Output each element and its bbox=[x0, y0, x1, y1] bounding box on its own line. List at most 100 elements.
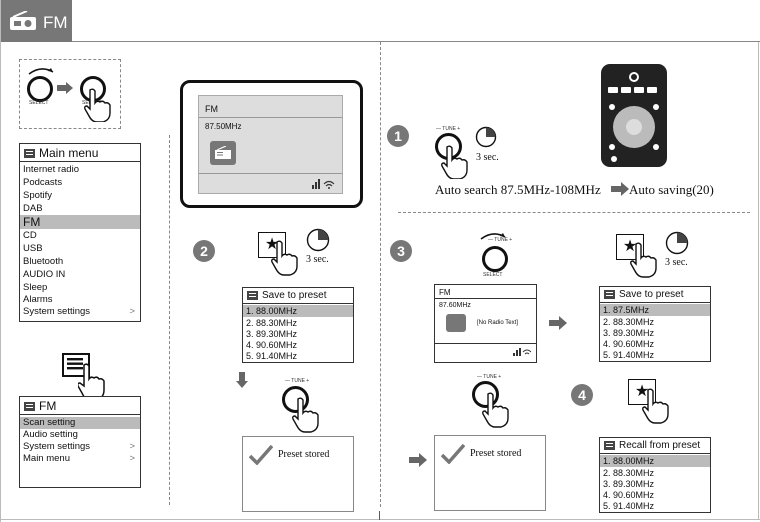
preset-item-1[interactable]: 1. 88.00MHz bbox=[600, 455, 710, 467]
menu-item-system-settings[interactable]: System settings> bbox=[20, 306, 140, 318]
preset-item-5[interactable]: 5. 91.40MHz bbox=[603, 350, 655, 360]
panel-divider bbox=[20, 414, 140, 415]
display-station: FM bbox=[439, 288, 451, 297]
menu-item-usb[interactable]: USB bbox=[23, 243, 43, 254]
preset-item-4[interactable]: 4. 90.60MHz bbox=[603, 490, 655, 500]
menu-icon bbox=[604, 290, 615, 299]
signal-icon bbox=[312, 179, 335, 189]
save-preset-header: Save to preset bbox=[247, 290, 326, 301]
star-icon: ★ bbox=[634, 383, 650, 400]
tune-label: — TUNE + bbox=[477, 374, 502, 380]
timer-icon bbox=[665, 231, 689, 255]
menu-item-spotify[interactable]: Spotify bbox=[23, 190, 53, 201]
display-divider bbox=[199, 117, 342, 118]
preset-item-5[interactable]: 5. 91.40MHz bbox=[603, 501, 655, 511]
radio-text: [No Radio Text] bbox=[477, 320, 518, 326]
select-knob[interactable] bbox=[27, 76, 53, 102]
signal-icon bbox=[513, 348, 532, 356]
step-4-badge: 4 bbox=[571, 384, 593, 406]
display-frequency: 87.50MHz bbox=[205, 122, 242, 131]
menu-item-fm[interactable]: FM bbox=[20, 215, 140, 229]
timer-icon bbox=[475, 126, 497, 148]
frame-bottom bbox=[0, 519, 760, 520]
header-rule bbox=[72, 41, 760, 42]
radio-display-step3: FM 87.60MHz [No Radio Text] bbox=[434, 284, 537, 363]
menu-item-podcasts[interactable]: Podcasts bbox=[23, 177, 63, 188]
hand-pointer-icon bbox=[292, 397, 319, 433]
preset-item-3[interactable]: 3. 89.30MHz bbox=[603, 479, 655, 489]
select-knob[interactable] bbox=[482, 246, 508, 272]
hold-time-2: 3 sec. bbox=[306, 254, 329, 265]
menu-item-sleep[interactable]: Sleep bbox=[23, 282, 48, 293]
tune-knob[interactable] bbox=[472, 381, 499, 408]
preset-item-3[interactable]: 3. 89.30MHz bbox=[603, 328, 655, 338]
preset-stored-box-3: Preset stored bbox=[434, 435, 546, 511]
preset-button[interactable]: ★ bbox=[616, 234, 644, 260]
preset-item-5[interactable]: 5. 91.40MHz bbox=[246, 351, 298, 361]
arrow-right-icon bbox=[409, 453, 427, 467]
menu-item-alarms[interactable]: Alarms bbox=[23, 294, 53, 305]
menu-item-audio-in[interactable]: AUDIO IN bbox=[23, 269, 66, 280]
remote-control-icon bbox=[601, 64, 667, 167]
star-icon: ★ bbox=[622, 238, 638, 255]
chevron-right-icon: > bbox=[129, 441, 135, 452]
main-menu-panel: Main menu Internet radio Podcasts Spotif… bbox=[19, 143, 141, 322]
save-preset-panel-3: Save to preset 1. 87.5MHz 2. 88.30MHz 3.… bbox=[599, 286, 711, 362]
radio-display: FM 87.50MHz bbox=[180, 80, 363, 208]
recall-preset-header: Recall from preset bbox=[604, 440, 700, 451]
panel-divider bbox=[20, 161, 140, 162]
preset-button[interactable]: ★ bbox=[628, 379, 656, 405]
hold-time-1: 3 sec. bbox=[476, 152, 499, 163]
preset-item-2[interactable]: 2. 88.30MHz bbox=[603, 317, 655, 327]
rotate-arrow-icon bbox=[28, 68, 54, 75]
save-preset-title: Save to preset bbox=[619, 289, 684, 300]
hold-time-3: 3 sec. bbox=[665, 257, 688, 268]
hand-pointer-icon bbox=[84, 88, 111, 122]
radio-icon bbox=[10, 11, 36, 30]
hand-pointer-icon bbox=[441, 145, 468, 179]
preset-item-4[interactable]: 4. 90.60MHz bbox=[246, 340, 298, 350]
select-illustration bbox=[19, 59, 121, 129]
panel-divider bbox=[600, 453, 710, 454]
divider-1 bbox=[169, 135, 170, 505]
page-marker bbox=[379, 511, 380, 520]
menu-item-main-menu[interactable]: Main menu> bbox=[20, 453, 140, 465]
preset-item-1[interactable]: 1. 87.5MHz bbox=[600, 304, 710, 316]
menu-item-dab[interactable]: DAB bbox=[23, 203, 43, 214]
checkmark-icon bbox=[249, 445, 273, 465]
menu-item-scan-setting[interactable]: Scan setting bbox=[20, 417, 140, 429]
preset-item-1[interactable]: 1. 88.00MHz bbox=[243, 305, 353, 317]
menu-icon bbox=[24, 148, 35, 158]
menu-item-audio-setting[interactable]: Audio setting bbox=[23, 429, 78, 440]
checkmark-icon bbox=[441, 444, 465, 464]
preset-item-3[interactable]: 3. 89.30MHz bbox=[246, 329, 298, 339]
menu-item-internet-radio[interactable]: Internet radio bbox=[23, 164, 79, 175]
menu-item-cd[interactable]: CD bbox=[23, 230, 37, 241]
preset-stored-box-2: Preset stored bbox=[242, 436, 354, 512]
arrow-right-icon bbox=[549, 316, 567, 330]
panel-divider bbox=[243, 303, 353, 304]
display-divider bbox=[199, 173, 342, 174]
auto-saving-result: Auto saving(20) bbox=[629, 182, 714, 197]
frame-right bbox=[758, 42, 759, 520]
menu-item-bluetooth[interactable]: Bluetooth bbox=[23, 256, 64, 267]
divider-3 bbox=[398, 212, 750, 213]
menu-icon bbox=[604, 441, 615, 450]
radio-glyph-icon bbox=[215, 146, 231, 159]
arrow-down-icon bbox=[236, 372, 248, 388]
chevron-right-icon: > bbox=[129, 306, 135, 317]
hand-pointer-icon bbox=[78, 363, 105, 401]
preset-item-2[interactable]: 2. 88.30MHz bbox=[246, 318, 298, 328]
preset-item-2[interactable]: 2. 88.30MHz bbox=[603, 468, 655, 478]
save-preset-header: Save to preset bbox=[604, 289, 683, 300]
select-label: SELECT bbox=[29, 100, 49, 106]
tune-knob[interactable] bbox=[282, 386, 309, 413]
menu-icon bbox=[247, 291, 258, 300]
menu-item-label: Main menu bbox=[23, 453, 70, 464]
menu-icon bbox=[24, 401, 35, 411]
preset-item-4[interactable]: 4. 90.60MHz bbox=[603, 339, 655, 349]
menu-item-system-settings[interactable]: System settings> bbox=[20, 441, 140, 453]
radio-icon bbox=[446, 314, 466, 332]
select-label-3: SELECT bbox=[483, 272, 503, 278]
save-preset-panel-2: Save to preset 1. 88.00MHz 2. 88.30MHz 3… bbox=[242, 287, 354, 363]
